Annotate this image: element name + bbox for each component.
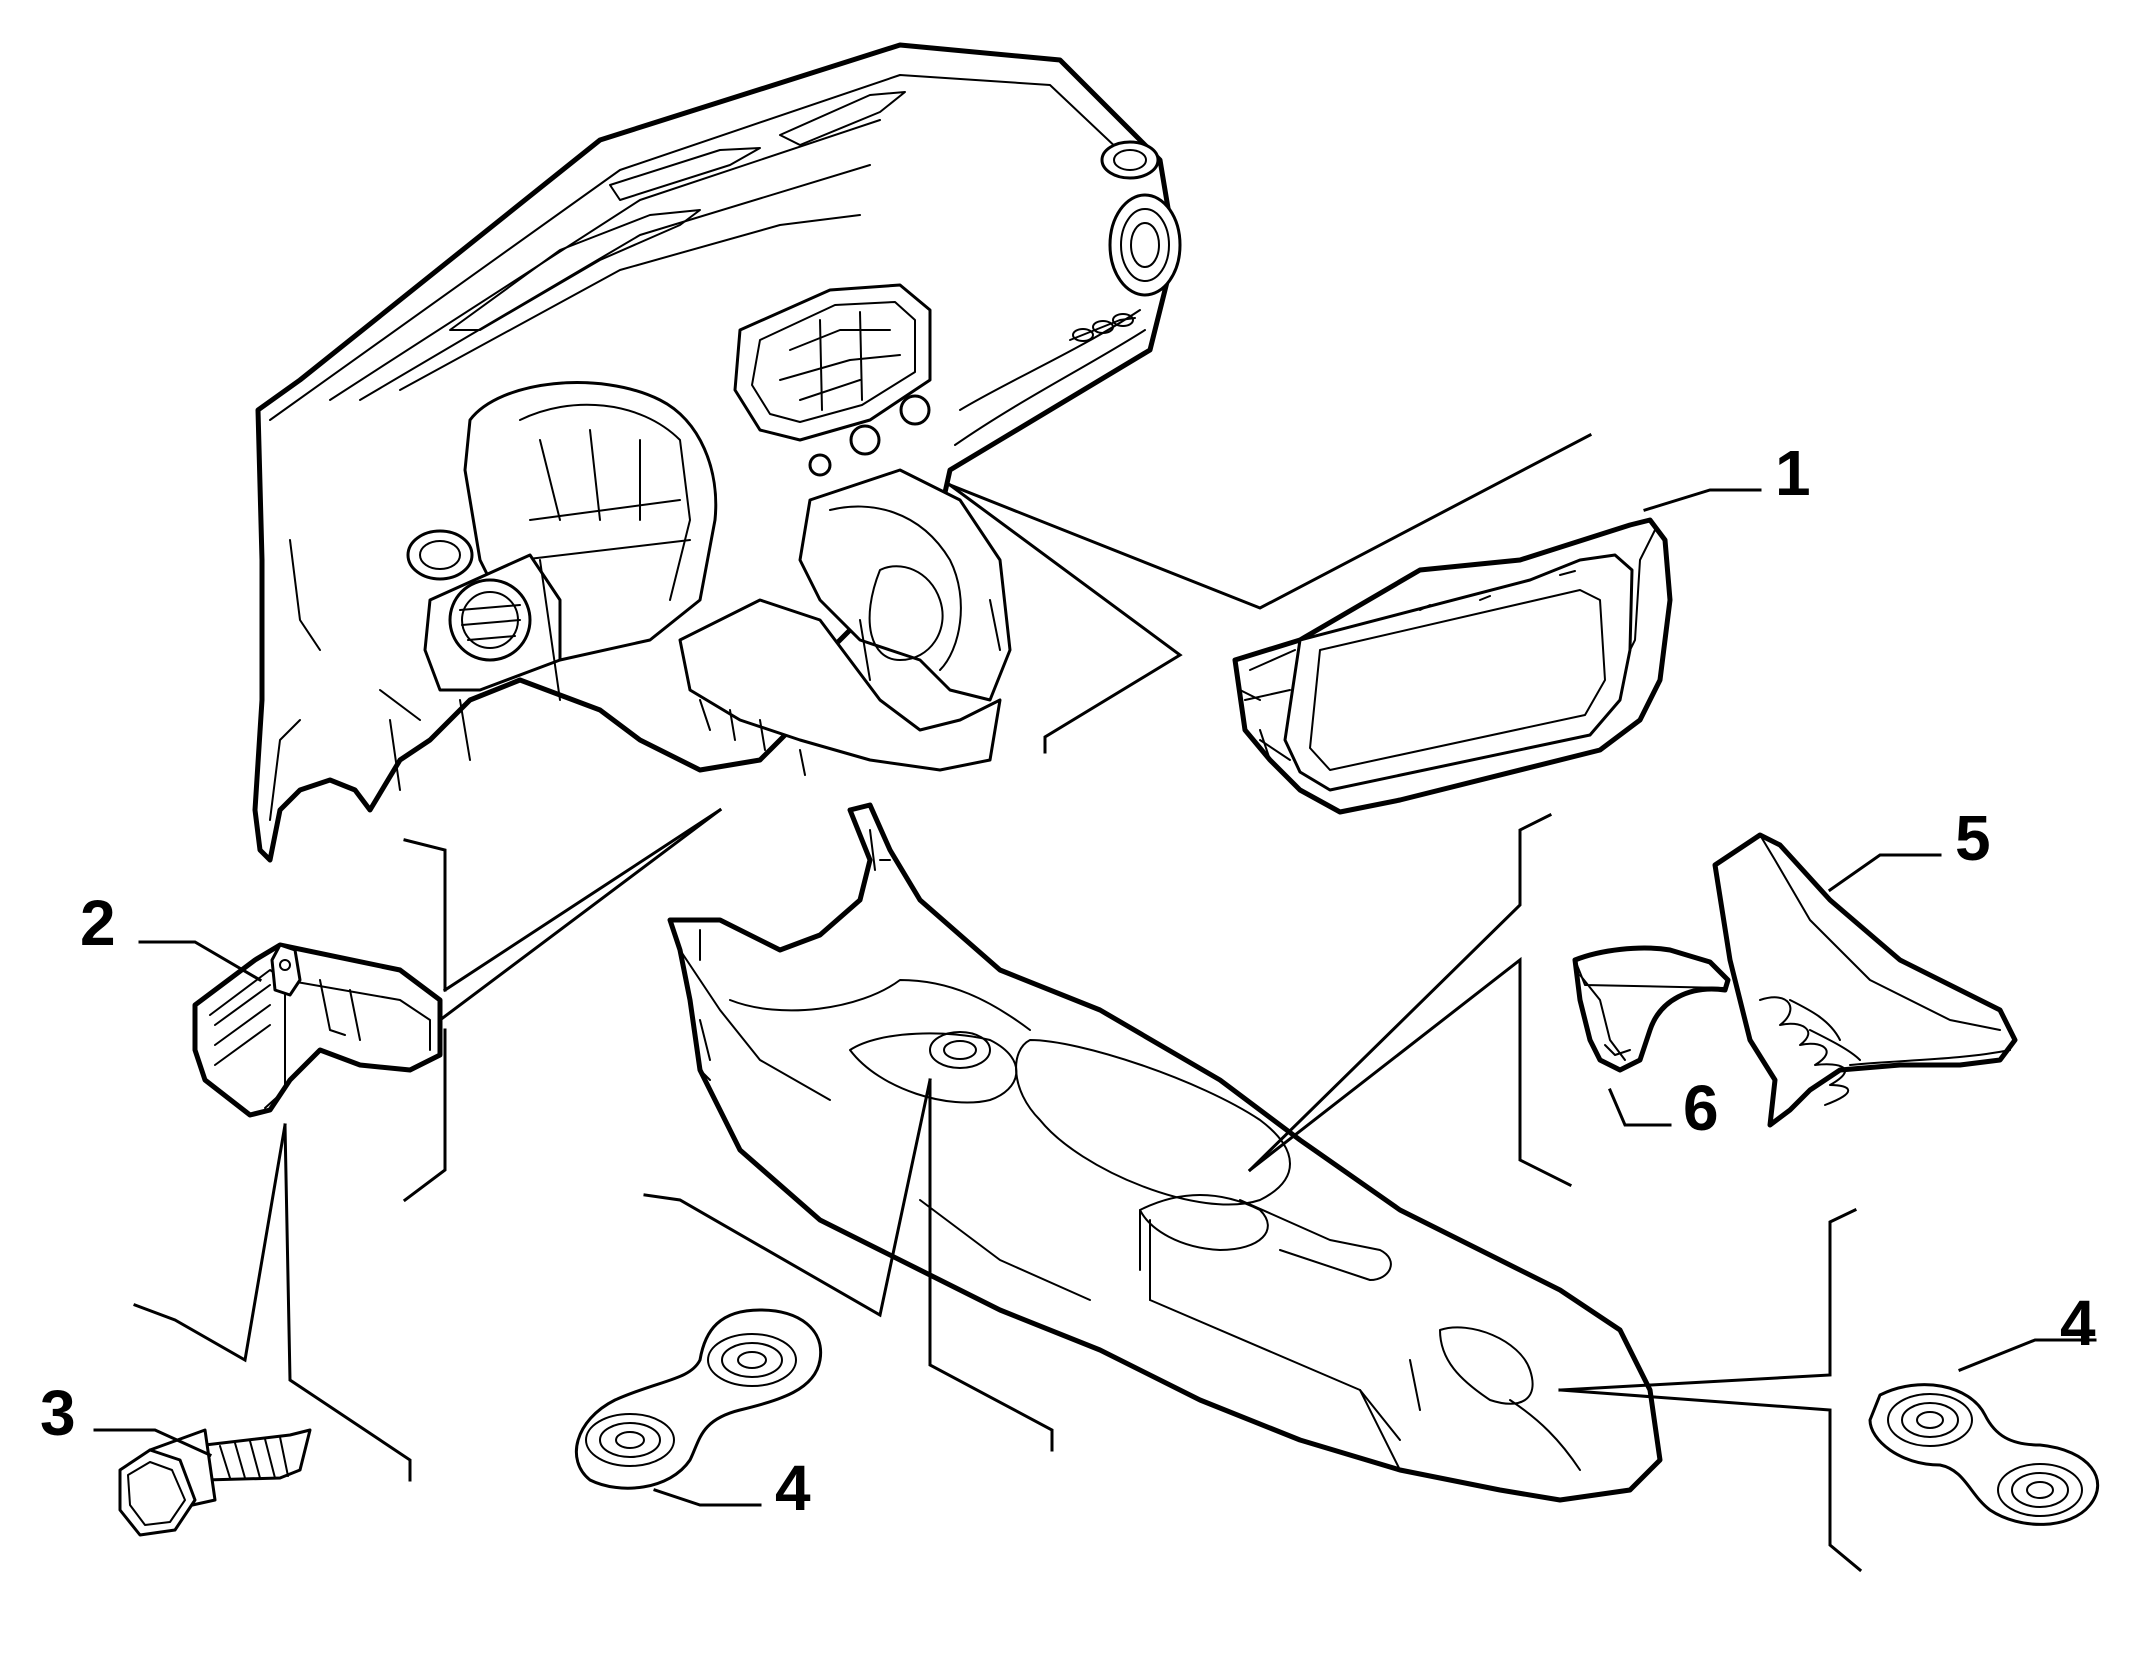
callout-3: 3 bbox=[40, 1377, 76, 1449]
center-console bbox=[667, 802, 1663, 1503]
callout-labels: 1 2 3 4 4 5 6 bbox=[40, 437, 2096, 1524]
callout-4-left: 4 bbox=[775, 1452, 811, 1524]
part-2-air-duct bbox=[192, 942, 443, 1118]
callout-1: 1 bbox=[1775, 437, 1811, 509]
part-4-pad-right bbox=[1868, 1383, 2100, 1526]
callout-2: 2 bbox=[80, 887, 116, 959]
part-5-shift-boot bbox=[1712, 832, 2018, 1128]
part-1-center-bezel bbox=[1232, 517, 1673, 815]
dashboard-assembly: 500 bbox=[252, 42, 1182, 863]
part-6-cover-cap bbox=[1572, 945, 1731, 1073]
part-4-pad-left bbox=[574, 1308, 823, 1490]
callout-4-right: 4 bbox=[2060, 1287, 2096, 1359]
leader-lines bbox=[93, 432, 2097, 1573]
callout-6: 6 bbox=[1683, 1072, 1719, 1144]
part-3-screw bbox=[118, 1428, 312, 1537]
callout-5: 5 bbox=[1955, 802, 1991, 874]
